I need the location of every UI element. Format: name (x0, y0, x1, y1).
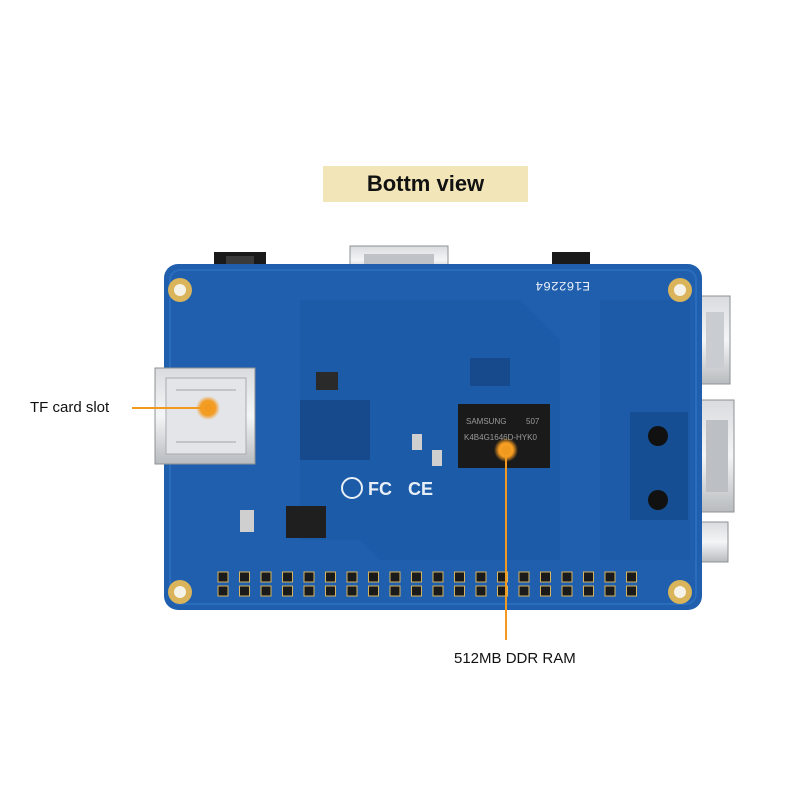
gpio-pin (626, 571, 637, 583)
board-serial-text: E162264 (535, 278, 590, 293)
gpio-pin (239, 571, 250, 583)
usb-port-connector (699, 295, 731, 385)
title-banner: Bottm view (323, 166, 528, 202)
gpio-pin (303, 585, 315, 597)
gpio-pin (282, 585, 293, 597)
ram-chip-brand: SAMSUNG (466, 417, 506, 426)
gpio-pin (368, 585, 379, 597)
ram-callout (494, 438, 518, 640)
gpio-pin (561, 571, 573, 583)
gpio-pin (217, 585, 229, 597)
usb-side-connector (699, 521, 729, 563)
gpio-pin (518, 585, 530, 597)
gpio-pin (604, 585, 616, 597)
gpio-pin (389, 571, 401, 583)
tf-card-label: TF card slot (30, 399, 110, 416)
gpio-pin (475, 571, 487, 583)
ram-label: 512MB DDR RAM (454, 650, 576, 667)
mounting-holes (168, 278, 692, 604)
svg-text:FC: FC (368, 479, 392, 499)
ethernet-port-connector (699, 399, 735, 513)
gpio-pin (325, 571, 336, 583)
page-title: Bottm view (366, 171, 485, 196)
gpio-pin (260, 585, 272, 597)
gpio-pin (432, 571, 444, 583)
gpio-pin (454, 571, 465, 583)
gpio-pin (475, 585, 487, 597)
gpio-pin (368, 571, 379, 583)
components-cluster (240, 358, 510, 538)
gpio-pin (217, 571, 229, 583)
gpio-pin (540, 571, 551, 583)
gpio-pin (518, 571, 530, 583)
ram-chip-code: 507 (526, 417, 540, 426)
gpio-pin (239, 585, 250, 597)
gpio-pin (583, 571, 594, 583)
gpio-pin (432, 585, 444, 597)
gpio-pin (604, 571, 616, 583)
gpio-pin (561, 585, 573, 597)
gpio-pin (282, 571, 293, 583)
gpio-pin (389, 585, 401, 597)
gpio-pin (497, 585, 508, 597)
tf-card-callout (132, 396, 220, 420)
svg-text:CE: CE (408, 479, 433, 499)
gpio-pin (303, 571, 315, 583)
certification-logos: FC CE (341, 477, 433, 499)
gpio-pin (260, 571, 272, 583)
gpio-pin (411, 585, 422, 597)
gpio-pin (346, 571, 358, 583)
gpio-pin (497, 571, 508, 583)
gpio-header (217, 571, 637, 597)
gpio-pin (583, 585, 594, 597)
gpio-pin (325, 585, 336, 597)
gpio-pin (626, 585, 637, 597)
ram-chip-part: K4B4G1646D-HYK0 (464, 433, 537, 442)
gpio-pin (346, 585, 358, 597)
gpio-pin (454, 585, 465, 597)
gpio-pin (411, 571, 422, 583)
gpio-pin (540, 585, 551, 597)
